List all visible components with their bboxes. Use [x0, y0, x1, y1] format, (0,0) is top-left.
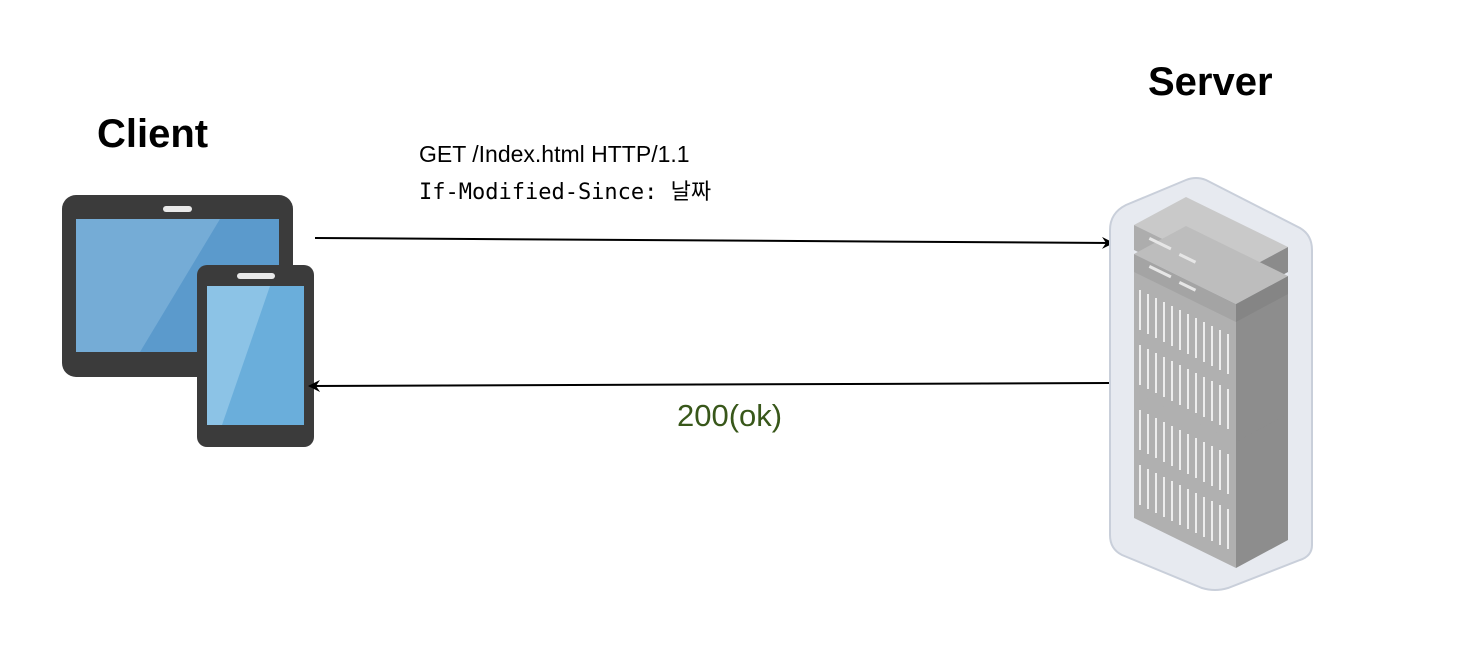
- response-status-label: 200(ok): [677, 398, 783, 433]
- response-arrow: [308, 379, 1110, 392]
- phone-icon: [197, 265, 314, 447]
- server-label: Server: [1148, 60, 1273, 104]
- request-line: GET /Index.html HTTP/1.1: [419, 141, 690, 167]
- client-label: Client: [97, 112, 209, 156]
- tablet-phone-icon: [62, 195, 314, 447]
- request-header: If-Modified-Since: 날짜: [419, 180, 712, 205]
- request-arrow: [314, 236, 1114, 249]
- server-rack-icon: [1109, 177, 1313, 591]
